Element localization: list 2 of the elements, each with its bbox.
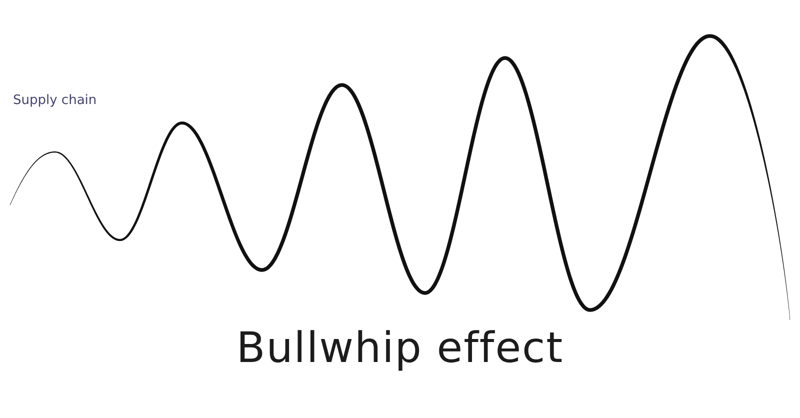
diagram-title: Bullwhip effect <box>236 327 564 369</box>
wave-label: Supply chain <box>13 94 97 107</box>
